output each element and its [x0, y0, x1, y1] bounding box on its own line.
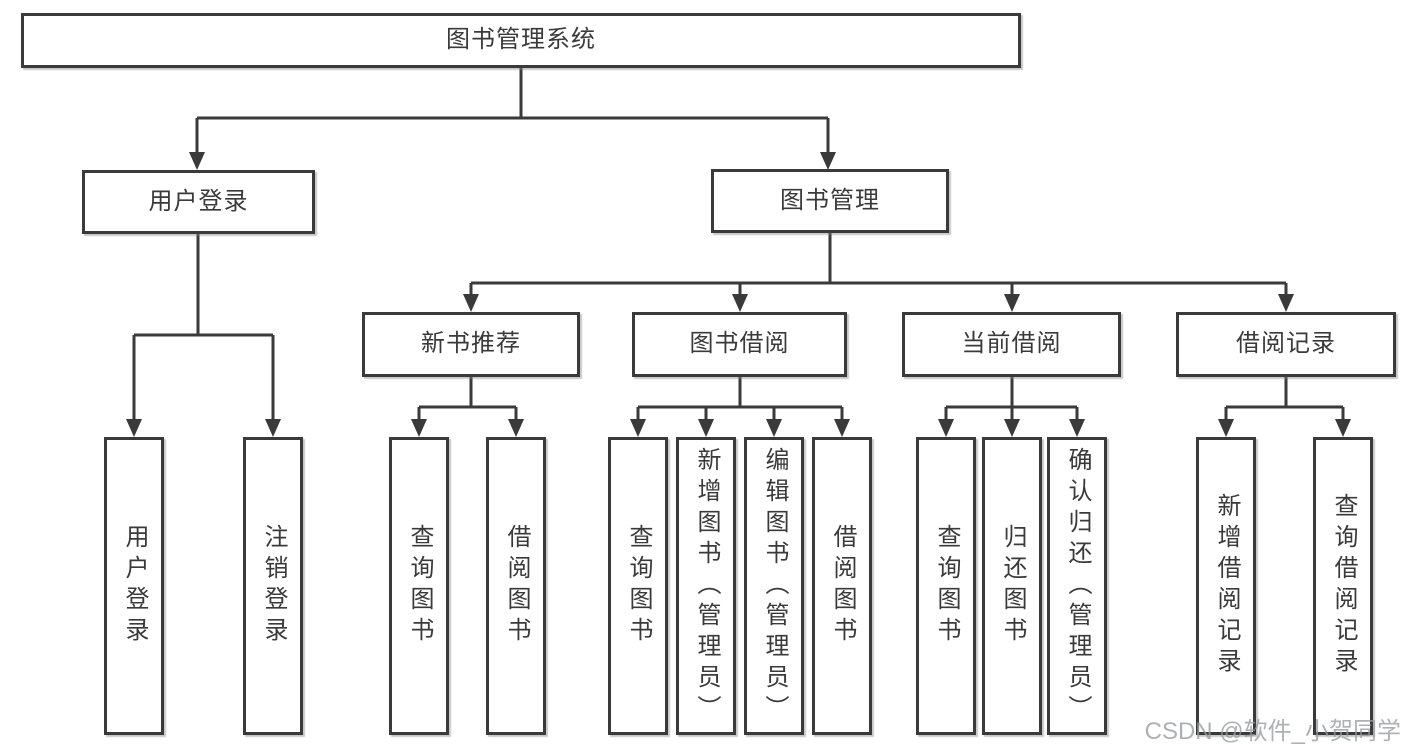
node-root-label: 图书管理系统 [446, 26, 596, 54]
leaf-user-login: 用户登录 [104, 437, 164, 735]
leaf-borrow-edit-admin-label: 编辑图书（管理员） [761, 446, 788, 726]
node-book-mgmt: 图书管理 [711, 169, 949, 233]
node-current-borrow-label: 当前借阅 [961, 330, 1062, 358]
leaf-records-query-label: 查询借阅记录 [1330, 493, 1357, 679]
leaf-logout: 注销登录 [243, 437, 303, 735]
leaf-current-return-label: 归还图书 [999, 524, 1026, 648]
leaf-borrow-add-admin: 新增图书（管理员） [676, 437, 736, 735]
leaf-current-confirm-admin-label: 确认归还（管理员） [1064, 446, 1091, 726]
leaf-records-add-label: 新增借阅记录 [1213, 493, 1240, 679]
leaf-current-return: 归还图书 [982, 437, 1042, 735]
node-current-borrow: 当前借阅 [902, 312, 1121, 377]
leaf-borrow-query-label: 查询图书 [625, 524, 652, 648]
arrowheads [126, 152, 1351, 437]
leaf-records-add: 新增借阅记录 [1196, 437, 1256, 735]
leaf-newbooks-query-label: 查询图书 [406, 524, 433, 648]
leaf-borrow-borrow: 借阅图书 [812, 437, 872, 735]
leaf-current-query-label: 查询图书 [933, 524, 960, 648]
leaf-logout-label: 注销登录 [260, 524, 287, 648]
node-root: 图书管理系统 [21, 13, 1021, 68]
leaf-borrow-edit-admin: 编辑图书（管理员） [744, 437, 804, 735]
node-book-borrow-label: 图书借阅 [689, 330, 790, 358]
node-borrow-records: 借阅记录 [1176, 312, 1396, 377]
leaf-newbooks-query: 查询图书 [389, 437, 449, 735]
node-new-books: 新书推荐 [362, 312, 580, 377]
leaf-borrow-borrow-label: 借阅图书 [829, 524, 856, 648]
leaf-borrow-query: 查询图书 [608, 437, 668, 735]
node-new-books-label: 新书推荐 [421, 330, 521, 358]
node-user-login: 用户登录 [82, 170, 315, 234]
node-user-login-label: 用户登录 [148, 187, 249, 215]
leaf-current-confirm-admin: 确认归还（管理员） [1047, 437, 1107, 735]
node-book-borrow: 图书借阅 [632, 312, 847, 377]
leaf-records-query: 查询借阅记录 [1313, 437, 1373, 735]
node-book-mgmt-label: 图书管理 [780, 186, 880, 214]
node-borrow-records-label: 借阅记录 [1236, 330, 1336, 358]
leaf-newbooks-borrow-label: 借阅图书 [503, 524, 530, 648]
leaf-user-login-label: 用户登录 [121, 524, 148, 648]
leaf-borrow-add-admin-label: 新增图书（管理员） [693, 446, 720, 726]
leaf-newbooks-borrow: 借阅图书 [486, 437, 546, 735]
leaf-current-query: 查询图书 [916, 437, 976, 735]
